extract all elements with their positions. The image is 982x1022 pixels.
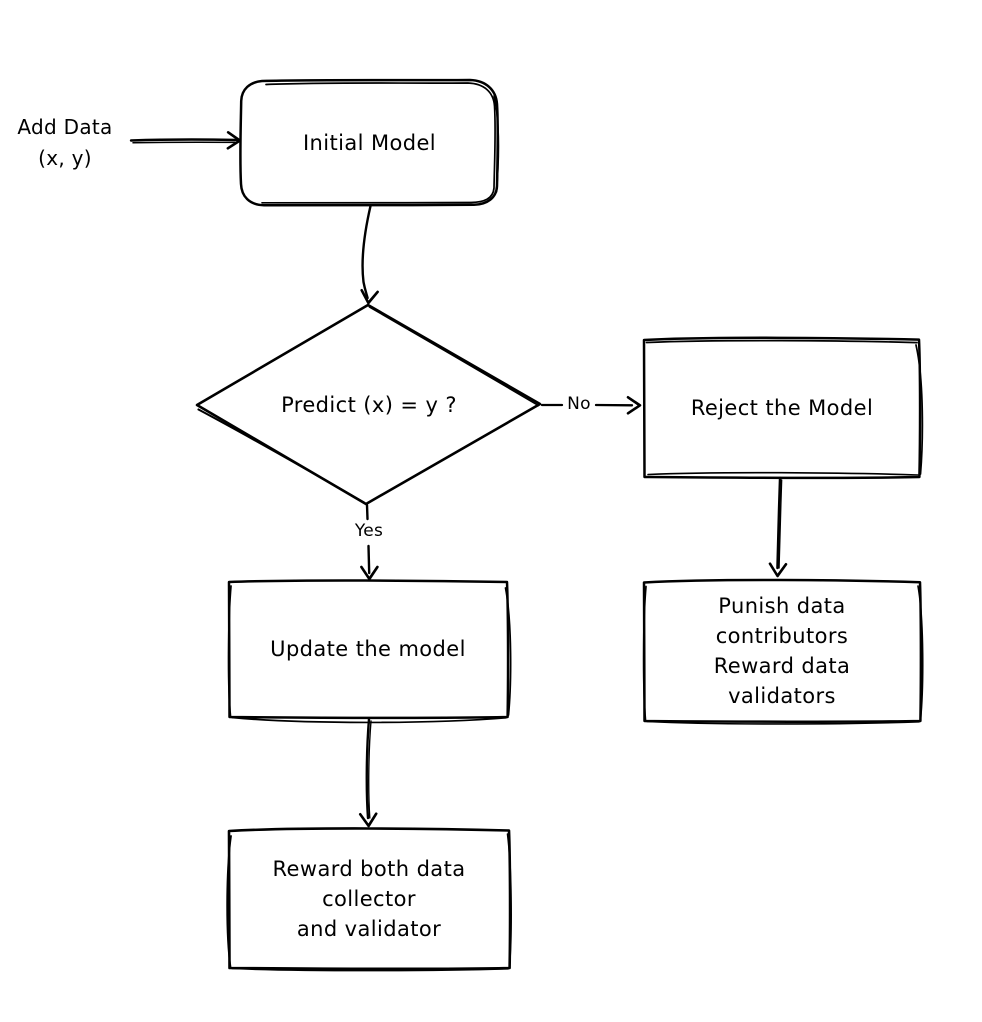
edge-decision-yes-to-update: [360, 503, 379, 581]
initial-model-shape: [239, 78, 500, 207]
edge-initial-model-to-decision: [359, 204, 379, 306]
edge-add-data-to-initial-model: [129, 131, 242, 150]
edge-reject-to-punish: [768, 476, 788, 578]
edge-update-to-reward: [358, 717, 378, 828]
reject-model-node[interactable]: [643, 337, 921, 479]
punish-reward-node[interactable]: [643, 579, 922, 722]
update-model-shape: [227, 579, 512, 724]
reject-model-shape: [642, 336, 924, 480]
punish-reward-shape: [642, 578, 924, 725]
predict-decision-shape: [195, 303, 542, 506]
initial-model-node[interactable]: [241, 80, 498, 206]
reward-both-node[interactable]: [228, 828, 510, 969]
edge-decision-no-to-reject: [540, 395, 642, 415]
reward-both-shape: [226, 827, 512, 972]
update-model-node[interactable]: [228, 580, 508, 719]
predict-decision-node[interactable]: [197, 305, 541, 505]
